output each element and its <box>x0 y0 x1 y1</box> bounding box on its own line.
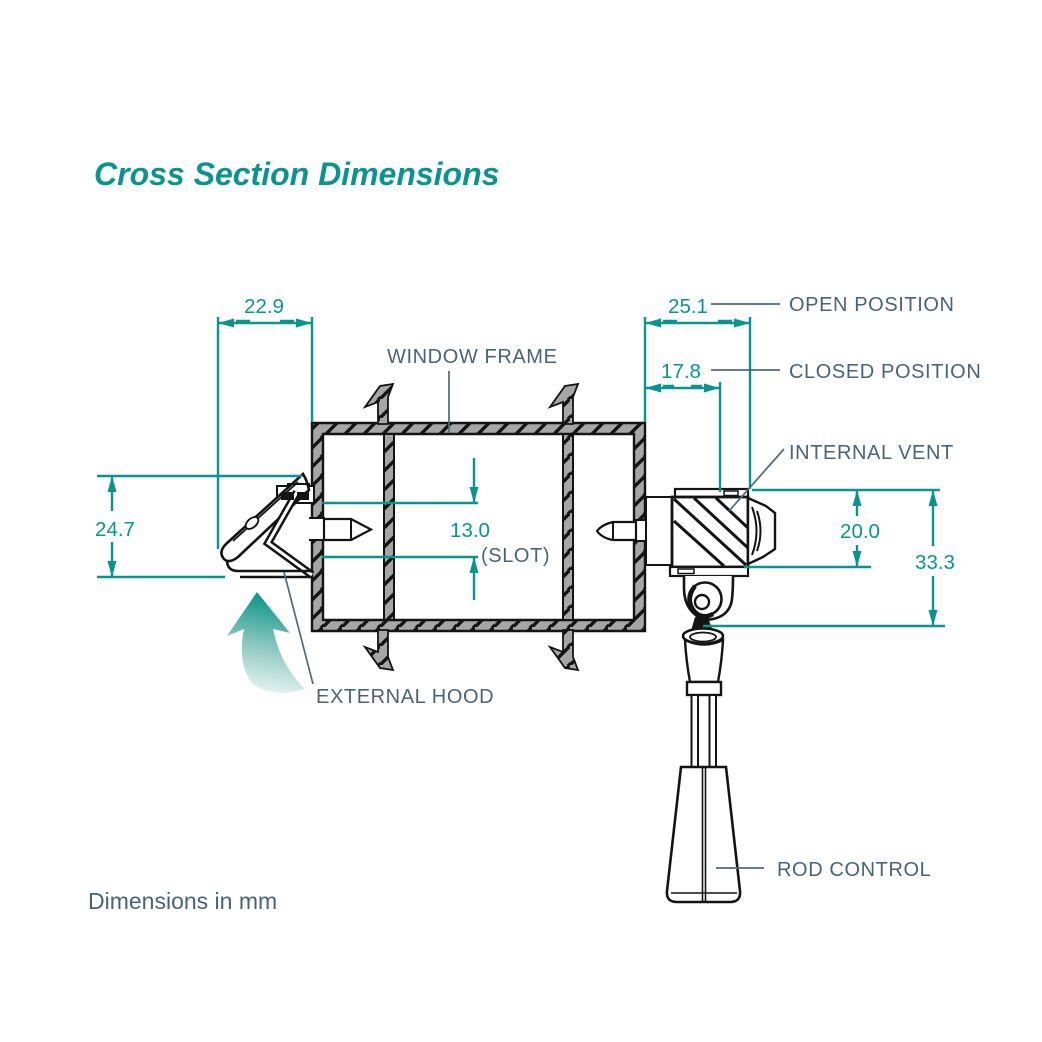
page-title: Cross Section Dimensions <box>94 156 499 192</box>
dim-value-hood-height: 24.7 <box>95 518 135 541</box>
frame-divider-left <box>383 433 395 621</box>
vent-top-cap-notch <box>723 490 739 497</box>
hood-rivet <box>244 516 260 530</box>
dim-overall-height: 33.3 <box>703 490 955 628</box>
label-open-position: OPEN POSITION <box>789 294 955 316</box>
airflow-arrow <box>227 592 305 693</box>
rod-right <box>708 694 717 769</box>
bullet-slot-right-icon <box>595 520 638 542</box>
frame-divider-right <box>562 433 574 621</box>
rod-collar-inner <box>689 631 717 643</box>
rod-control-drawing <box>665 627 742 904</box>
vent-hinge-ball-joint <box>682 575 735 631</box>
label-closed-position: CLOSED POSITION <box>789 361 981 383</box>
window-frame-drawing <box>309 382 647 672</box>
dim-slot-height: 13.0 (SLOT) <box>322 458 550 600</box>
dim-vent-height: 20.0 <box>744 488 940 569</box>
external-hood-drawing <box>220 472 315 579</box>
frame-tab-bottom-right <box>547 629 580 672</box>
internal-vent-drawing <box>645 487 777 631</box>
rod-handle-split <box>671 767 737 902</box>
label-rod-control: ROD CONTROL <box>777 859 931 881</box>
dim-hood-height: 24.7 <box>95 474 302 579</box>
rod-handle <box>665 765 742 904</box>
label-external-hood: EXTERNAL HOOD <box>316 686 494 708</box>
hood-plate-inner-line <box>232 481 299 542</box>
label-internal-vent: INTERNAL VENT <box>789 442 954 464</box>
vent-flap-lens <box>751 506 762 556</box>
bullet-slot-left-icon <box>322 517 374 542</box>
dim-value-open-position: 25.1 <box>668 295 708 318</box>
hood-chevron-core <box>266 491 313 577</box>
frame-slot-cut-left <box>309 518 324 540</box>
vent-connector <box>645 496 673 566</box>
dim-value-slot-height: 13.0 <box>450 519 490 542</box>
dim-value-hood-width: 22.9 <box>244 295 284 318</box>
dim-value-vent-height: 20.0 <box>840 520 880 543</box>
frame-tab-bottom-left <box>362 629 395 672</box>
vent-diagonal-stripes <box>672 496 750 568</box>
hood-clip-block-b <box>297 492 309 500</box>
rod-cone <box>683 638 725 684</box>
units-note: Dimensions in mm <box>88 888 277 914</box>
label-window-frame: WINDOW FRAME <box>387 346 558 368</box>
vent-bottom-plate-notch <box>677 568 695 575</box>
frame-tab-top-right <box>547 382 580 425</box>
frame-slot-cut-left-edges <box>309 517 325 541</box>
dim-hood-width: 22.9 <box>216 295 314 549</box>
dim-value-closed-position: 17.8 <box>661 360 701 383</box>
dim-open-position: 25.1 <box>643 295 752 489</box>
hood-plate <box>220 472 311 563</box>
rod-left <box>690 694 699 769</box>
dim-value-overall-height: 33.3 <box>915 551 955 574</box>
hood-bottom-lip <box>225 559 312 579</box>
rod-band <box>685 680 723 697</box>
dim-closed-position: 17.8 <box>645 360 722 492</box>
dim-slot-note: (SLOT) <box>481 545 550 567</box>
frame-tab-top-left <box>362 382 395 425</box>
leader-internal-vent <box>728 448 785 512</box>
hood-clip-block-a <box>281 492 294 500</box>
leader-external-hood <box>283 571 314 685</box>
